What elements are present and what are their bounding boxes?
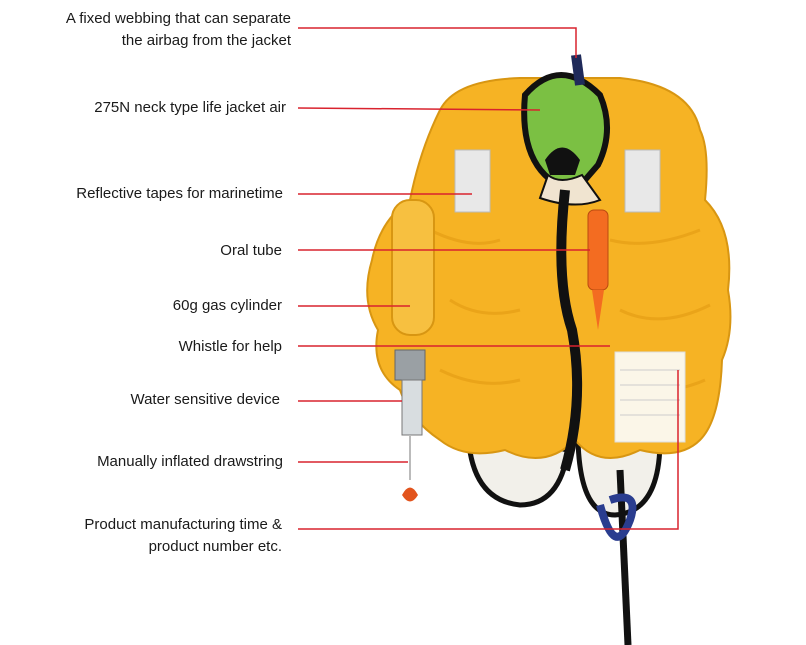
leader-neck [297, 107, 541, 111]
product-label [614, 351, 686, 443]
water-sensitive-device-shape [394, 349, 426, 502]
reflective-tape-left [454, 149, 491, 213]
leader-product-info [298, 370, 679, 530]
label-webbing: A fixed webbing that can separate the ai… [65, 10, 291, 49]
crotch-strap [596, 469, 637, 645]
gas-cylinder-pouch [391, 199, 435, 336]
label-oral-tube: Oral tube [220, 242, 282, 259]
top-webbing [571, 54, 585, 86]
label-drawstring: Manually inflated drawstring [97, 453, 283, 470]
label-gas-cylinder: 60g gas cylinder [172, 297, 282, 314]
label-water-device: Water sensitive device [130, 391, 280, 408]
leader-webbing [298, 27, 577, 58]
leader-lines [297, 27, 679, 530]
label-neck: 275N neck type life jacket air [94, 99, 286, 116]
label-product-info: Product manufacturing time & product num… [84, 516, 282, 555]
reflective-tape-right [624, 149, 661, 213]
neck-collar [521, 72, 611, 206]
label-whistle: Whistle for help [178, 338, 282, 355]
oral-tube-shape [587, 209, 609, 330]
label-reflective: Reflective tapes for marinetime [76, 185, 283, 202]
center-seam [556, 189, 583, 472]
